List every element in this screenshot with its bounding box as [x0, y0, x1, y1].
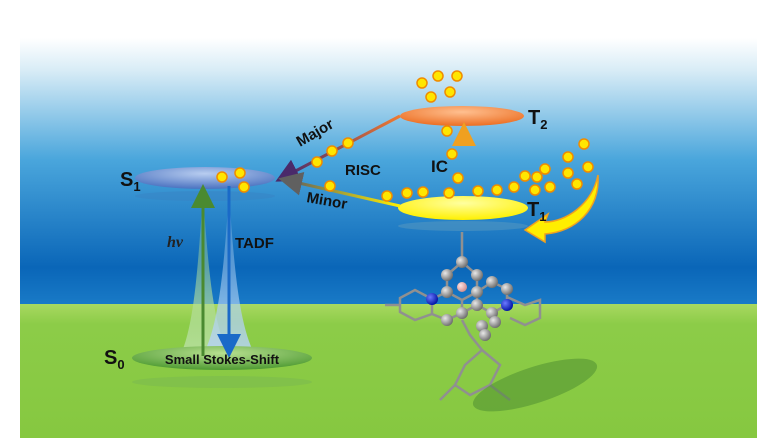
- absorption-peak: [178, 195, 232, 360]
- exciton-dot: [417, 186, 429, 198]
- exciton-dot: [425, 91, 437, 103]
- exciton-dot: [381, 190, 393, 202]
- s0-level: [132, 346, 312, 370]
- s1-label: S1: [120, 169, 141, 194]
- exciton-dot: [562, 167, 574, 179]
- exciton-dot: [529, 184, 541, 196]
- exciton-dot: [519, 170, 531, 182]
- t1-label: T1: [527, 199, 546, 224]
- minor-risc-arrow: [278, 171, 401, 208]
- exciton-dot: [416, 77, 428, 89]
- stokes-shift-label: Small Stokes-Shift: [165, 352, 280, 367]
- exciton-dot: [342, 137, 354, 149]
- ground-background: [20, 304, 757, 438]
- exciton-dot: [578, 138, 590, 150]
- molecule-atoms: [426, 256, 513, 341]
- exciton-dot: [432, 70, 444, 82]
- exciton-dot: [326, 145, 338, 157]
- s0-shadow: [132, 376, 312, 388]
- s1-shadow: [135, 191, 275, 201]
- exciton-dot: [571, 178, 583, 190]
- exciton-dot: [451, 70, 463, 82]
- exciton-dot: [234, 167, 246, 179]
- major-risc-arrow: [275, 114, 401, 182]
- molecule-shadow: [472, 358, 598, 412]
- exciton-dot: [441, 125, 453, 137]
- exciton-dot: [324, 180, 336, 192]
- nitrogen-atom: [501, 299, 513, 311]
- exciton-dot: [443, 187, 455, 199]
- exciton-dot: [238, 181, 250, 193]
- exciton-dots: [216, 70, 594, 202]
- exciton-dot: [531, 171, 543, 183]
- exciton-dot: [216, 171, 228, 183]
- s0-label: S0: [104, 347, 125, 372]
- t2-label: T2: [528, 107, 547, 132]
- boron-atom: [457, 282, 467, 292]
- nitrogen-atom: [426, 293, 438, 305]
- tadf-label: TADF: [235, 235, 274, 252]
- exciton-dot: [491, 184, 503, 196]
- s1-level: [135, 167, 275, 189]
- exciton-dot: [452, 172, 464, 184]
- ic-label: IC: [431, 157, 448, 176]
- exciton-dot: [562, 151, 574, 163]
- hv-label: hv: [167, 234, 184, 251]
- exciton-dot: [401, 187, 413, 199]
- exciton-dot: [472, 185, 484, 197]
- exciton-dot: [544, 181, 556, 193]
- exciton-dot: [446, 148, 458, 160]
- minor-label: Minor: [305, 189, 348, 213]
- curved-yellow-arrow: [523, 174, 599, 244]
- exciton-dot: [311, 156, 323, 168]
- exciton-dot: [444, 86, 456, 98]
- exciton-dot: [508, 181, 520, 193]
- t2-level: [400, 106, 524, 126]
- risc-label: RISC: [345, 162, 381, 179]
- t1-shadow: [398, 221, 528, 231]
- t1-level: [398, 196, 528, 220]
- exciton-dot: [539, 163, 551, 175]
- exciton-dot: [582, 161, 594, 173]
